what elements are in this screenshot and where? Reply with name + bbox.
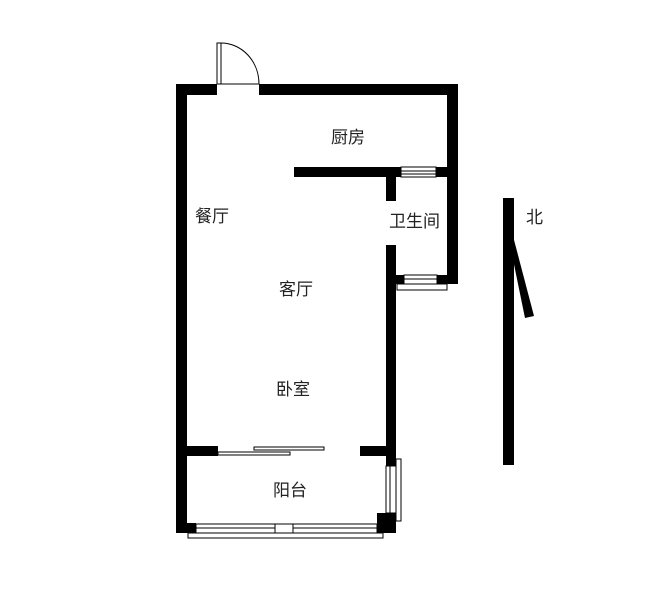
kitchen-divider: [294, 167, 401, 177]
right-wall: [447, 84, 458, 284]
entrance-door: [216, 42, 260, 85]
balcony-bottom-window: [187, 523, 384, 539]
kitchen-window: [400, 166, 437, 178]
room-label-dining: 餐厅: [195, 207, 229, 227]
walls: [176, 84, 458, 533]
room-label-kitchen: 厨房: [331, 128, 365, 148]
top-wall-left: [176, 84, 217, 95]
left-wall: [176, 84, 187, 533]
partition-left: [176, 446, 218, 456]
bathroom-window: [396, 274, 448, 291]
bath-wall-upper: [386, 167, 396, 201]
room-label-bathroom: 卫生间: [389, 212, 440, 232]
sliding-door: [217, 446, 325, 456]
compass-north-label: 北: [526, 208, 543, 228]
partition-right: [360, 446, 396, 456]
balcony-side-window: [385, 458, 402, 522]
living-right-wall: [386, 245, 396, 533]
room-label-balcony: 阳台: [273, 481, 307, 501]
north-arrow-icon: [503, 198, 534, 465]
top-wall-right: [259, 84, 458, 95]
room-label-bedroom: 卧室: [276, 380, 310, 400]
room-label-living: 客厅: [279, 280, 313, 300]
